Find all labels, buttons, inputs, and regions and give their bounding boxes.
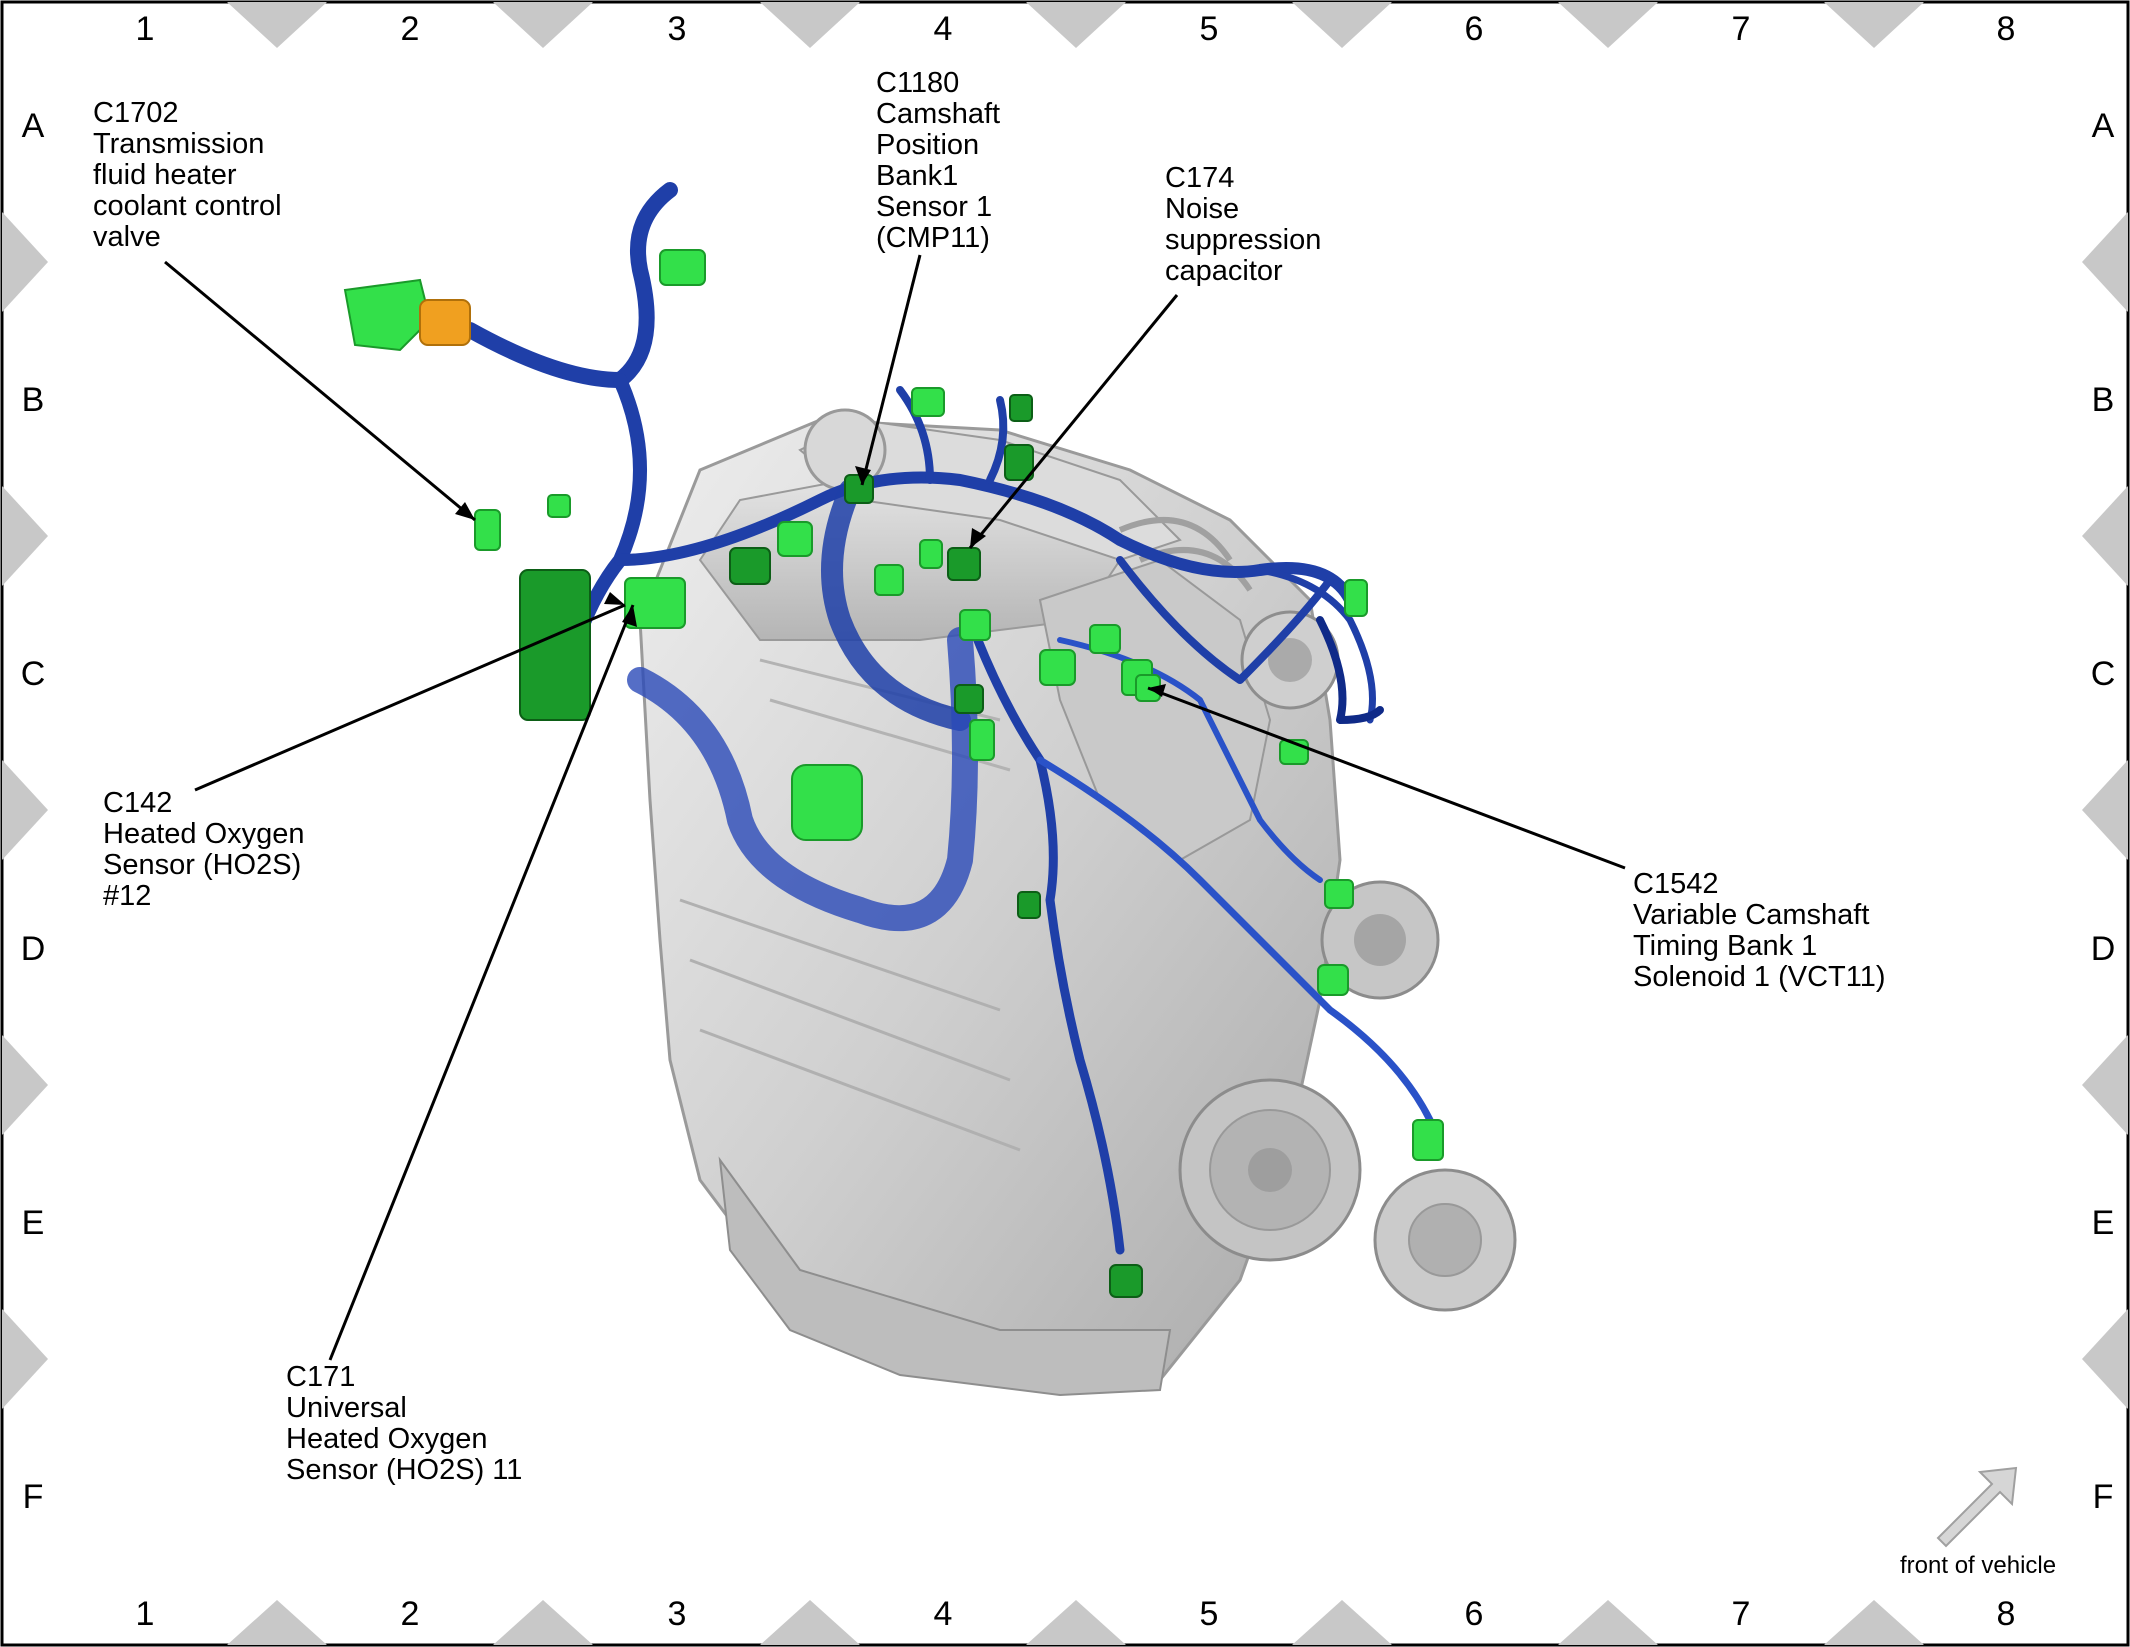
grid-column-label-bottom: 4 [934, 1595, 953, 1633]
grid-marker-bottom [227, 1600, 327, 1645]
grid-column-label-bottom: 2 [401, 1595, 420, 1633]
grid-row-label-left: E [22, 1204, 45, 1242]
callout-line: Noise [1165, 193, 1239, 225]
grid-column-label-top: 1 [136, 10, 155, 48]
grid-column-label-bottom: 6 [1465, 1595, 1484, 1633]
grid-marker-bottom [1558, 1600, 1658, 1645]
grid-marker-left [2, 1035, 48, 1135]
grid-column-label-bottom: 3 [668, 1595, 687, 1633]
callout-line: Transmission [93, 128, 264, 160]
grid-column-label-top: 6 [1465, 10, 1484, 48]
grid-row-label-right: C [2091, 655, 2116, 693]
callout-line: Bank1 [876, 160, 958, 192]
connectors [343, 249, 1444, 1298]
grid-row-label-left: C [21, 655, 46, 693]
grid-marker-top [1824, 2, 1924, 48]
grid-marker-top [493, 2, 593, 48]
grid-marker-left [2, 486, 48, 586]
callout-line: (CMP11) [876, 222, 990, 254]
grid-column-label-bottom: 7 [1732, 1595, 1751, 1633]
grid-marker-bottom [1026, 1600, 1126, 1645]
grid-column-label-top: 3 [668, 10, 687, 48]
leader-lines [164, 254, 1626, 1361]
leader-arrowheads [455, 466, 1166, 697]
grid-marker-top [760, 2, 860, 48]
grid-row-label-left: A [22, 107, 45, 145]
grid-marker-top [1292, 2, 1392, 48]
callout-line: C174 [1165, 162, 1234, 194]
engine-illustration [638, 408, 1517, 1397]
grid-column-label-top: 5 [1200, 10, 1219, 48]
callout-line: C1180 [876, 67, 959, 99]
callout-line: Solenoid 1 (VCT11) [1633, 961, 1886, 993]
grid-row-label-left: F [23, 1478, 44, 1516]
grid-column-label-bottom: 5 [1200, 1595, 1219, 1633]
grid-marker-left [2, 760, 48, 860]
grid-marker-top [1558, 2, 1658, 48]
grid-marker-top [227, 2, 327, 48]
grid-row-label-right: D [2091, 930, 2116, 968]
callout-line: Variable Camshaft [1633, 899, 1869, 931]
grid-marker-bottom [1292, 1600, 1392, 1645]
grid-marker-right [2082, 1309, 2128, 1409]
grid-marker-right [2082, 486, 2128, 586]
callout-line: C1702 [93, 97, 178, 129]
callout-line: Sensor (HO2S) [103, 849, 301, 881]
callout-line: Heated Oxygen [286, 1423, 488, 1455]
grid-column-label-bottom: 1 [136, 1595, 155, 1633]
callout-line: fluid heater [93, 159, 237, 191]
grid-row-label-right: F [2093, 1478, 2114, 1516]
callout-line: capacitor [1165, 255, 1283, 287]
callout-line: Position [876, 129, 979, 161]
callout-line: coolant control [93, 190, 282, 222]
callout-line: Timing Bank 1 [1633, 930, 1817, 962]
grid-column-label-top: 8 [1997, 10, 2016, 48]
grid-marker-right [2082, 760, 2128, 860]
grid-row-label-right: B [2092, 381, 2115, 419]
grid-marker-bottom [493, 1600, 593, 1645]
callout-line: C171 [286, 1361, 355, 1393]
grid-column-label-top: 2 [401, 10, 420, 48]
grid-column-label-bottom: 8 [1997, 1595, 2016, 1633]
callout-line: Heated Oxygen [103, 818, 305, 850]
callout-line: C1542 [1633, 868, 1718, 900]
grid-marker-right [2082, 212, 2128, 312]
callout-line: #12 [103, 880, 151, 912]
callout-line: C142 [103, 787, 172, 819]
callout-line: Sensor 1 [876, 191, 992, 223]
front-of-vehicle-indicator: front of vehicle [1900, 1466, 2056, 1579]
callout-line: Sensor (HO2S) 11 [286, 1454, 522, 1486]
callout-line: valve [93, 221, 161, 253]
grid-marker-top [1026, 2, 1126, 48]
callout-line: Camshaft [876, 98, 1000, 130]
grid-row-label-right: A [2092, 107, 2115, 145]
grid-row-label-left: D [21, 930, 46, 968]
grid-row-label-left: B [22, 381, 45, 419]
front-of-vehicle-label: front of vehicle [1900, 1552, 2056, 1579]
grid-row-label-right: E [2092, 1204, 2115, 1242]
callout-line: suppression [1165, 224, 1321, 256]
grid-marker-right [2082, 1035, 2128, 1135]
grid-marker-bottom [1824, 1600, 1924, 1645]
grid-column-label-top: 4 [934, 10, 953, 48]
callout-line: Universal [286, 1392, 407, 1424]
grid-marker-bottom [760, 1600, 860, 1645]
arrow-up-right-icon [1936, 1466, 2018, 1548]
grid-marker-left [2, 212, 48, 312]
grid-marker-left [2, 1309, 48, 1409]
grid-column-label-top: 7 [1732, 10, 1751, 48]
